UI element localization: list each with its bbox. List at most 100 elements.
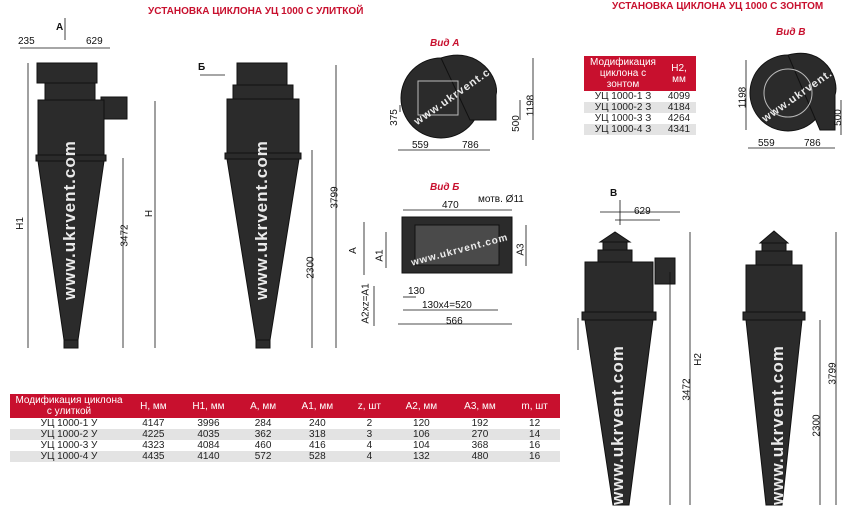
cell: 284: [254, 418, 272, 429]
cell: 240: [308, 418, 326, 429]
cell: 3: [346, 429, 393, 440]
dim-h1: H1: [14, 217, 26, 230]
snail-col-a: А, мм: [238, 394, 289, 418]
cell: 4264: [667, 113, 691, 124]
snail-col-h: H, мм: [128, 394, 179, 418]
va-375: 375: [388, 109, 400, 126]
vb-hole: мотв. Ø11: [478, 194, 524, 205]
watermark: www.ukrvent.com: [768, 345, 787, 505]
dim-2300b: 2300: [811, 414, 823, 437]
cell: УЦ 1000-1 З: [594, 91, 652, 102]
vv-500: 500: [832, 109, 844, 126]
vb-130: 130: [408, 286, 425, 297]
vb-a1: А1: [374, 249, 386, 262]
cell: 104: [413, 440, 430, 451]
snail-col-a2: А2, мм: [392, 394, 451, 418]
vb-a2: А2xz=А1: [360, 283, 372, 324]
cell: 192: [471, 418, 489, 429]
vb-a: А: [347, 247, 359, 254]
title-snail: УСТАНОВКА ЦИКЛОНА УЦ 1000 С УЛИТКОЙ: [148, 6, 364, 17]
vb-470: 470: [442, 200, 459, 211]
cell: УЦ 1000-3 У: [40, 440, 98, 451]
cell: 106: [392, 429, 451, 440]
cell: 2: [366, 418, 373, 429]
cell: 572: [238, 451, 289, 462]
cell: 480: [450, 451, 510, 462]
snail-col-a1: А1, мм: [288, 394, 347, 418]
cell: 416: [308, 440, 326, 451]
cell: 270: [450, 429, 510, 440]
umbrella-col-h2: H2, мм: [662, 56, 696, 91]
dim-629b: 629: [634, 206, 651, 217]
umbrella-table: Модификация циклона с зонтом H2, мм УЦ 1…: [584, 56, 696, 135]
arrow-a-label: А: [56, 22, 64, 33]
cell: УЦ 1000-4 У: [10, 451, 128, 462]
dim-2300: 2300: [305, 256, 317, 279]
cyclone-umbrella-side: [742, 230, 806, 506]
snail-col-z: z, шт: [346, 394, 393, 418]
cell: 4: [346, 451, 393, 462]
cell: 362: [238, 429, 289, 440]
snail-col-a3: А3, мм: [450, 394, 510, 418]
cell: 4184: [662, 102, 696, 113]
view-a-snail: [400, 54, 497, 139]
cell: 4035: [178, 429, 239, 440]
dim-3472: 3472: [119, 224, 131, 247]
cell: 368: [471, 440, 489, 451]
arrow-v-label: В: [610, 188, 618, 199]
cell: 14: [509, 429, 560, 440]
va-786: 786: [462, 140, 479, 151]
arrow-b-label: Б: [198, 62, 206, 73]
table-row: УЦ 1000-1 З 4099: [584, 91, 696, 102]
vb-520: 130х4=520: [422, 300, 472, 311]
cell: 4341: [662, 124, 696, 135]
cell: 4099: [667, 91, 691, 102]
cyclone-snail-side: [224, 62, 302, 349]
cell: 16: [529, 440, 541, 451]
watermark: www.ukrvent.com: [608, 345, 627, 505]
cyclone-snail-front: [35, 62, 128, 349]
vv-786: 786: [804, 138, 821, 149]
cell: 120: [413, 418, 430, 429]
title-umbrella: УСТАНОВКА ЦИКЛОНА УЦ 1000 С ЗОНТОМ: [612, 1, 824, 12]
cell: 4435: [128, 451, 179, 462]
cell: 12: [529, 418, 541, 429]
dim-629: 629: [86, 36, 103, 47]
va-559: 559: [412, 140, 429, 151]
cell: 528: [288, 451, 347, 462]
vv-559: 559: [758, 138, 775, 149]
va-500: 500: [510, 115, 522, 132]
cell: УЦ 1000-2 З: [584, 102, 662, 113]
view-b-flange: [401, 216, 513, 274]
umbrella-col-model: Модификация циклона с зонтом: [584, 56, 662, 91]
cell: 4140: [178, 451, 239, 462]
cell: 4084: [197, 440, 220, 451]
snail-col-m: m, шт: [509, 394, 560, 418]
watermark: www.ukrvent.com: [252, 140, 271, 300]
cell: 318: [288, 429, 347, 440]
snail-col-h1: H1, мм: [178, 394, 239, 418]
snail-col-model: Модификация циклона с улиткой: [10, 394, 128, 418]
vb-a3: А3: [515, 243, 527, 256]
cell: 132: [392, 451, 451, 462]
cell: УЦ 1000-3 З: [594, 113, 652, 124]
cell: 4323: [142, 440, 165, 451]
view-b-label: Вид Б: [430, 182, 460, 193]
dim-3799b: 3799: [827, 362, 839, 385]
dim-3472b: 3472: [681, 378, 693, 401]
dim-h: H: [144, 209, 156, 218]
cell: УЦ 1000-4 З: [584, 124, 662, 135]
dim-235: 235: [18, 36, 35, 47]
dim-3799: 3799: [329, 186, 341, 209]
dim-h2: H2: [692, 353, 704, 366]
watermark: www.ukrvent.com: [60, 140, 79, 300]
cell: 4147: [142, 418, 165, 429]
table-row: УЦ 1000-3 З 4264: [584, 113, 696, 124]
cell: УЦ 1000-2 У: [10, 429, 128, 440]
